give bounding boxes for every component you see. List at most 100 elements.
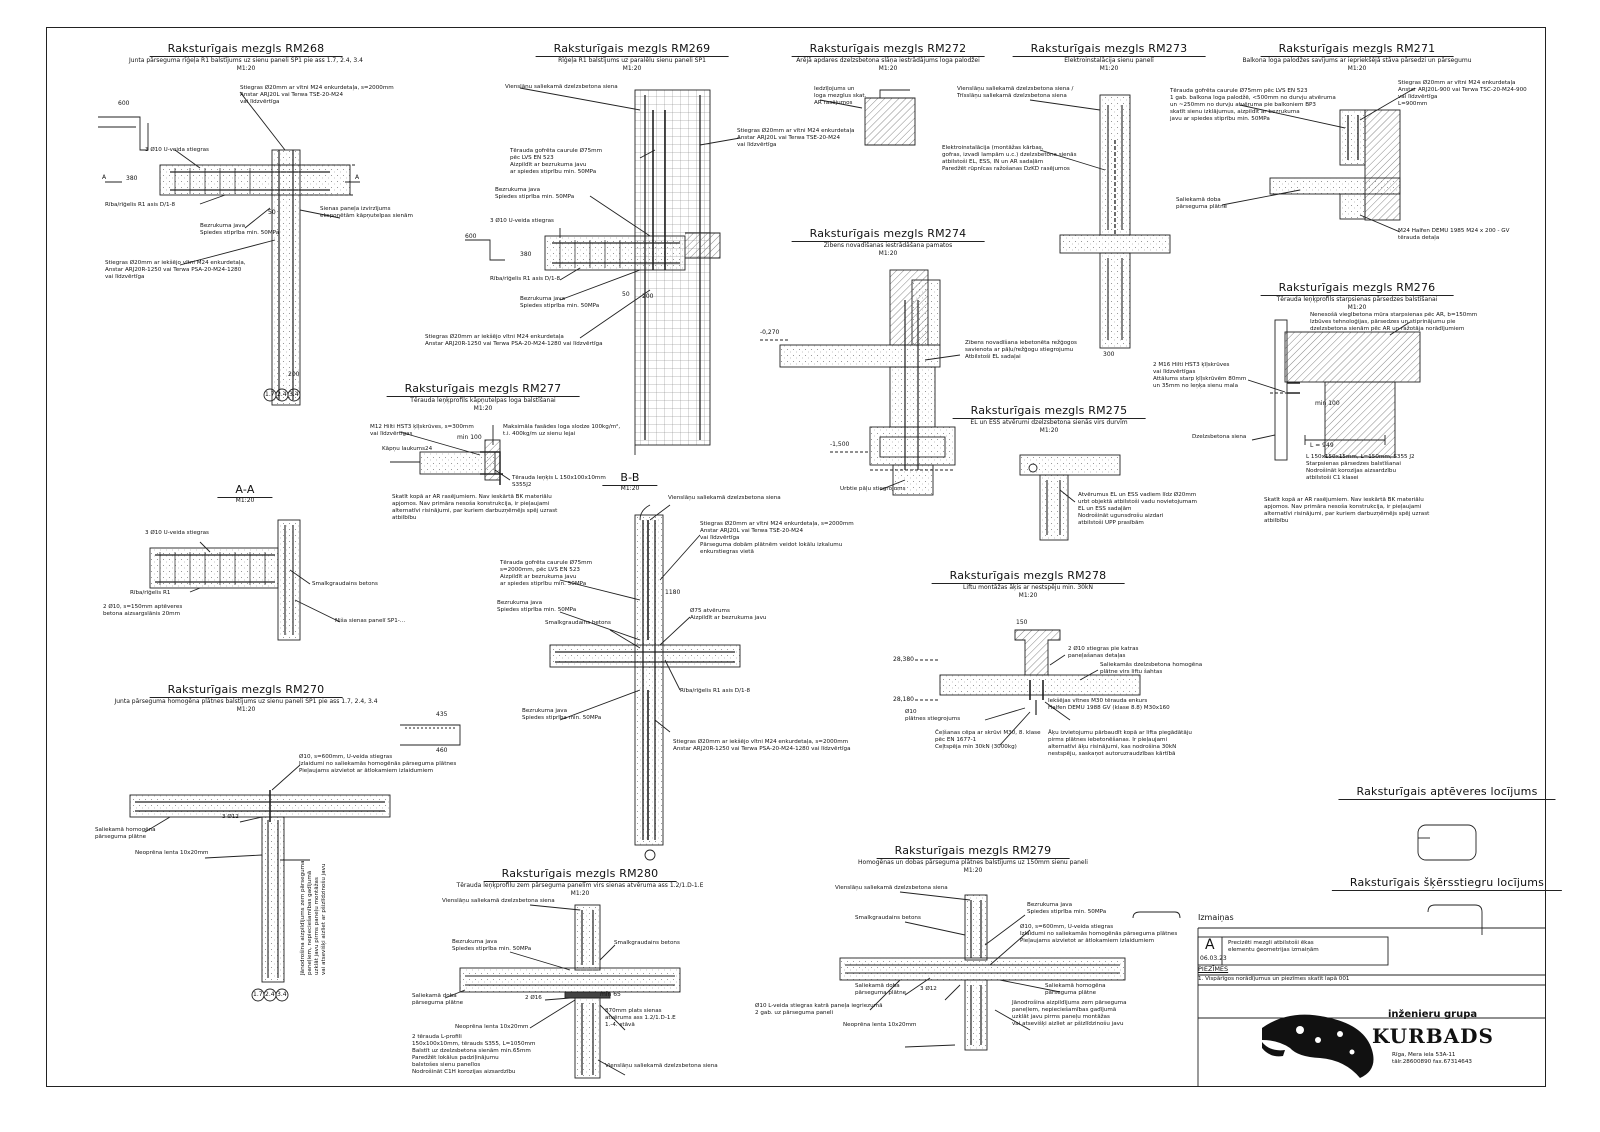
note-rm274-lightning: Zibens novadīšana iebetonēta režģogos sa… xyxy=(965,340,1077,360)
subtitle-rm277: Tērauda leņķprofils kāpņutelpas loga bal… xyxy=(410,397,556,404)
note-rm279-bars: 3 Ø12 xyxy=(920,986,937,992)
subtitle-rm273: Elektroinstalācija sienu panelī xyxy=(1064,57,1154,64)
detail-rm276-drawing xyxy=(1247,319,1421,461)
note-rm269-duct: Tērauda gofrēta caurule Ø75mm pēc LVS EN… xyxy=(510,148,603,175)
note-bb-opening: Ø75 atvērums Aizpildīt ar bezrukuma javu xyxy=(690,608,767,621)
level-rm274-0270: -0,270 xyxy=(760,329,780,336)
note-rm269-anchor: Stiegras Ø20mm ar vītni M24 enkurdetaļa … xyxy=(737,128,855,148)
logo-name: KURBADS xyxy=(1372,1024,1494,1048)
note-rm278-slab: Saliekamās dzelzsbetona homogēna plātne … xyxy=(1100,662,1203,675)
dim-rm270-435: 435 xyxy=(436,711,448,718)
section-mark-left: A xyxy=(102,174,107,181)
axis-rm270-2: 2.4 xyxy=(265,991,275,998)
note-rm269-u-bars: 3 Ø10 U-veida stiegras xyxy=(490,218,554,224)
note-rm274-piles: Urbtie pāļu stiegrojums xyxy=(840,486,906,492)
title-rm273: Raksturīgais mezgls RM273 xyxy=(1012,43,1206,57)
detail-rm274-drawing xyxy=(760,269,961,496)
detail-rm280-drawing xyxy=(444,904,681,1079)
axis-rm270-1: 1.7 xyxy=(253,991,263,998)
note-rm279-grout-fill: Jānodrošina aizpildījums zem pārseguma p… xyxy=(1012,1000,1127,1027)
note-bb-inner-anchor: Stiegras Ø20mm ar iekšējo vītni M24 enku… xyxy=(673,739,851,752)
note-rm271-hollow-slab: Saliekamā doba pārseguma plātne xyxy=(1176,197,1228,210)
note-rm276-anchors: 2 M16 Hilti HST3 ķīļskrūves vai līdzvērt… xyxy=(1153,362,1247,389)
dim-rm273-300: 300 xyxy=(1103,351,1115,358)
subtitle-rm268: Junta pārseguma rīģeļa R1 balstījums uz … xyxy=(129,57,363,64)
revision-letter: A xyxy=(1205,937,1215,953)
note-rm277-angle: Tērauda leņķis L 150x100x10mm S355J2 xyxy=(512,475,606,488)
note-rm278-anchor: Iekšējas vītnes M30 tērauda enkurs Halfe… xyxy=(1048,698,1170,711)
note-rm279-u-bars: Ø10, s=600mm, U-veida stiegras Izlaidumi… xyxy=(1020,924,1178,944)
detail-rm271-drawing xyxy=(1221,87,1416,233)
note-rm270-grout-fill: Jānodrošina aizpildījums zem pārseguma p… xyxy=(300,860,327,975)
note-bb-grout-top: Bezrukuma java Spiedes stiprība min. 50M… xyxy=(497,600,577,613)
note-rm280-opening: 870mm plats sienas atvērums ass 1.2/1.D-… xyxy=(605,1008,676,1028)
note-rm268-wall-protrusion: Sienas paneļa izvirzījums eksponētām kāp… xyxy=(320,206,413,219)
dim-rm269-600: 600 xyxy=(465,233,477,240)
scale-rm271: M1:20 xyxy=(1347,65,1367,72)
note-aa-fine-concrete: Smalkgraudains betons xyxy=(312,581,378,587)
scale-rm272: M1:20 xyxy=(878,65,898,72)
detail-rm278-drawing xyxy=(915,629,1141,746)
note-bb-duct: Tērauda gofrēta caurule Ø75mm s=2000mm, … xyxy=(500,560,593,587)
dim-rm278-150: 150 xyxy=(1016,619,1028,626)
revision-text: Precizēti mezgli atbilstoši ēkas element… xyxy=(1228,940,1319,953)
subtitle-rm274: Zibens novadīšanas iestrādāšana pamatos xyxy=(823,242,953,249)
title-rm277: Raksturīgais mezgls RM277 xyxy=(386,383,580,397)
note-aa-u-bars: 3 Ø10 U-veida stiegras xyxy=(145,530,209,536)
scale-rm274: M1:20 xyxy=(878,250,898,257)
detail-rm275-drawing xyxy=(1019,454,1121,541)
note-bb-wall: Vienslāņu saliekamā dzelzsbetona siena xyxy=(668,495,781,501)
remarks-text: 1. Vispārīgos norādījumus un piezīmes sk… xyxy=(1198,976,1350,982)
note-rm270-neoprene: Neoprēna lenta 10x20mm xyxy=(135,850,209,856)
note-rm278-bars: 2 Ø10 stiegras pie katras paneļašanas de… xyxy=(1068,646,1139,659)
dim-rm269-200: 200 xyxy=(642,293,654,300)
title-rm268: Raksturīgais mezgls RM268 xyxy=(149,43,343,57)
note-rm276-partition: Nenesošā vieglbetona mūra starpsienas pē… xyxy=(1310,312,1478,332)
remarks-heading: PIEZĪMES xyxy=(1198,965,1229,973)
note-rm271-duct: Tērauda gofrēta caurule Ø75mm pēc LVS EN… xyxy=(1170,88,1336,122)
subtitle-rm269: Rīģeļa R1 balstījums uz paralēlu sienu p… xyxy=(558,57,706,64)
note-rm273-electric: Elektroinstalācija (montāžas kārbas, gof… xyxy=(942,145,1077,172)
note-aa-beam: Rība/rīģelis R1 xyxy=(130,590,171,596)
dim-rm268-380: 380 xyxy=(126,175,138,182)
scale-rm268: M1:20 xyxy=(236,65,256,72)
axis-rm270-3: 3.4 xyxy=(277,991,287,998)
revisions-heading: Izmaiņas xyxy=(1198,913,1234,922)
note-rm269-beam: Rība/rīģelis R1 asis D/1-8 xyxy=(490,276,561,282)
level-rm274-1500: -1,500 xyxy=(830,441,850,448)
title-rm272: Raksturīgais mezgls RM272 xyxy=(791,43,985,57)
note-rm279-wall: Vienslāņu saliekamā dzelzsbetona siena xyxy=(835,885,948,891)
note-bb-fine-concrete: Smalkgraudains betons xyxy=(545,620,611,626)
note-rm277-anchors: M12 Hilti HST3 ķīļskrūves, s=300mm vai l… xyxy=(370,424,474,437)
note-rm268-beam: Rība/rīģelis R1 asis D/1-8 xyxy=(105,202,176,208)
note-rm279-hollow-slab: Saliekamā doba pārseguma plātne xyxy=(855,983,907,996)
title-rm270: Raksturīgais mezgls RM270 xyxy=(149,684,343,698)
title-apt: Raksturīgais aptēveres locījums xyxy=(1338,786,1556,800)
note-bb-anchor: Stiegras Ø20mm ar vītni M24 enkurdetaļa,… xyxy=(700,521,854,555)
note-rm270-bars: 3 Ø12 xyxy=(222,814,239,820)
kurbads-logo-mark xyxy=(1262,1014,1374,1078)
note-aa-stirrups: 2 Ø10, s=150mm aptēveres betona aizsargs… xyxy=(103,604,183,617)
title-rm271: Raksturīgais mezgls RM271 xyxy=(1260,43,1454,57)
level-rm278-28180: 28,180 xyxy=(893,696,914,703)
logo-address: Rīga, Mera iela 53A-11 tālr.28600890 fax… xyxy=(1392,1052,1472,1065)
detail-skers-drawing xyxy=(1427,904,1483,935)
detail-rm272-drawing xyxy=(819,89,916,146)
note-rm277-landing: Kāpņu laukums24 xyxy=(382,446,433,452)
subtitle-rm278: Liftu montāžas āķis ar nestspēju min. 30… xyxy=(963,584,1093,591)
note-rm278-slab-rebar: Ø10 plātnes stiegrojums xyxy=(905,709,961,722)
dim-rm276-length: L = 949 xyxy=(1310,442,1334,449)
note-rm280-hollow-slab: Saliekamā doba pārseguma plātne xyxy=(412,993,464,1006)
note-rm280-wall-top: Vienslāņu saliekamā dzelzsbetona siena xyxy=(442,898,555,904)
section-mark-right: A xyxy=(355,174,360,181)
subtitle-rm280: Tērauda leņķprofilu zem pārseguma panelī… xyxy=(456,882,704,889)
scale-rm276: M1:20 xyxy=(1347,304,1367,311)
axis-rm268-1: 1.7 xyxy=(265,391,275,398)
subtitle-rm275: EL un ESS atvērumi dzelzsbetona sienās v… xyxy=(970,419,1128,426)
detail-rm270-drawing xyxy=(129,724,461,1002)
note-rm269-wall: Vienslāņu saliekamā dzelzsbetona siena xyxy=(505,84,618,90)
dim-rm268-50: 50 xyxy=(268,209,276,216)
title-rm280: Raksturīgais mezgls RM280 xyxy=(483,868,677,882)
note-rm277-load: Maksimāla fasādes loga slodze 100kg/m², … xyxy=(503,424,621,437)
detail-rm268-drawing xyxy=(98,91,360,406)
